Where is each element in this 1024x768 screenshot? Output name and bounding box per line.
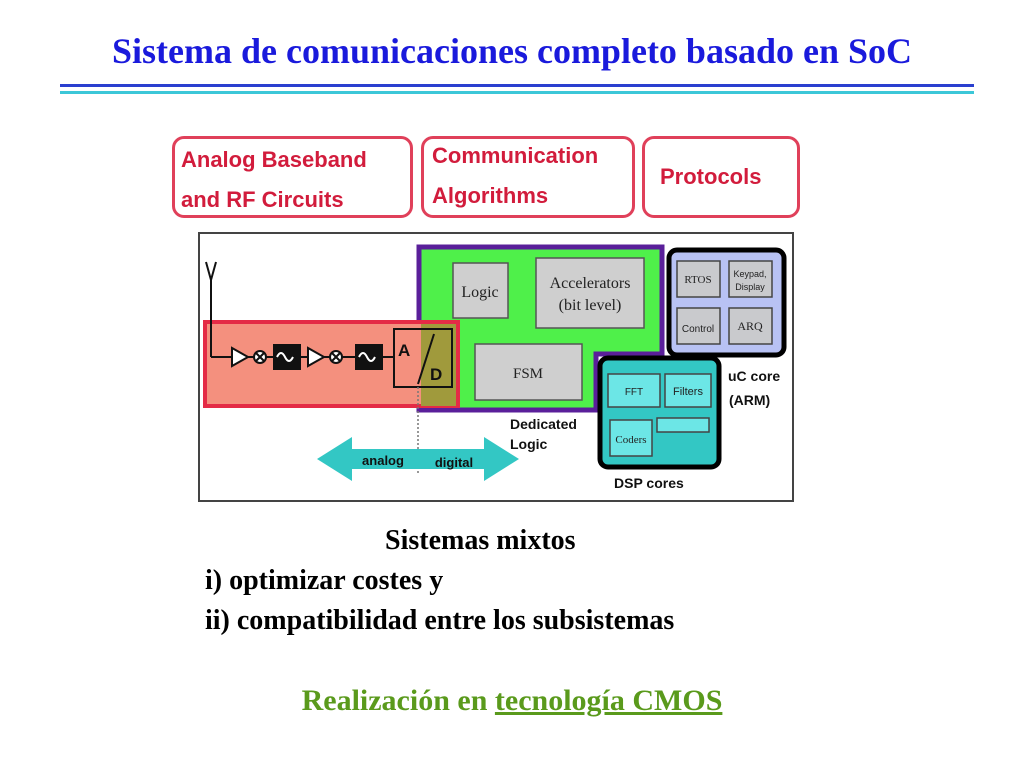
footer-underlined: tecnología CMOS	[494, 684, 723, 717]
body-heading: Sistemas mixtos	[385, 525, 576, 556]
footer-prefix: Realización en	[301, 684, 495, 717]
communication-label-1: Communication	[432, 143, 599, 168]
analog-baseband-label-1: Analog Baseband	[181, 147, 367, 172]
protocols-label: Protocols	[660, 164, 762, 189]
adc-d-label: D	[430, 365, 442, 384]
uc-core-label-1: uC core	[728, 368, 780, 384]
adc-block	[393, 328, 453, 388]
dsp-spare-block	[656, 417, 710, 433]
communication-label-2: Algorithms	[432, 183, 549, 208]
fft-label: FFT	[625, 387, 643, 398]
analog-digital-overlap	[421, 324, 456, 406]
arq-block	[728, 307, 773, 345]
filters-label: Filters	[673, 386, 703, 398]
title-rule-blue	[60, 84, 974, 87]
keypad-label-1: Keypad,	[733, 269, 766, 279]
coders-label: Coders	[615, 434, 646, 446]
arrow-digital-label: digital	[435, 455, 473, 470]
rtos-block	[676, 260, 721, 298]
filters-block	[664, 373, 712, 408]
adc-divider	[417, 333, 435, 385]
slide-title: Sistema de comunicaciones completo basad…	[112, 31, 912, 71]
fsm-label: FSM	[513, 366, 543, 382]
logic-block	[452, 262, 509, 319]
body-item-2: ii) compatibilidad entre los subsistemas	[205, 605, 675, 636]
dedicated-logic-label-2: Logic	[510, 436, 548, 452]
analog-baseband-label-2: and RF Circuits	[181, 187, 344, 212]
control-block	[676, 307, 721, 345]
adc-a-label: A	[398, 341, 410, 360]
arq-label: ARQ	[737, 319, 763, 333]
control-label: Control	[682, 324, 714, 335]
analog-digital-arrow	[317, 437, 519, 481]
fsm-block	[474, 343, 583, 401]
dsp-cores-label: DSP cores	[614, 475, 684, 491]
keypad-label-2: Display	[735, 282, 765, 292]
logic-label: Logic	[461, 284, 498, 301]
rf-chain	[211, 344, 394, 370]
accelerators-label-1: Accelerators	[550, 275, 631, 292]
antenna-icon	[205, 261, 217, 357]
keypad-display-block	[728, 260, 773, 298]
communication-algorithms-box: Communication Algorithms	[421, 136, 635, 218]
coders-block	[609, 419, 653, 457]
arrow-analog-label: analog	[362, 453, 404, 468]
uc-core-label-2: (ARM)	[729, 392, 770, 408]
dedicated-logic-label-1: Dedicated	[510, 416, 577, 432]
rtos-label: RTOS	[684, 274, 711, 286]
accelerators-block	[535, 257, 645, 329]
protocols-box: Protocols	[642, 136, 800, 218]
body-item-1: i) optimizar costes y	[205, 565, 444, 596]
fft-block	[607, 373, 661, 408]
footer-text: Realización en tecnología CMOS	[0, 684, 1024, 718]
analog-rf-region	[203, 320, 460, 408]
accelerators-label-2: (bit level)	[559, 297, 622, 314]
analog-baseband-box: Analog Baseband and RF Circuits	[172, 136, 413, 218]
title-rule-cyan	[60, 91, 974, 94]
